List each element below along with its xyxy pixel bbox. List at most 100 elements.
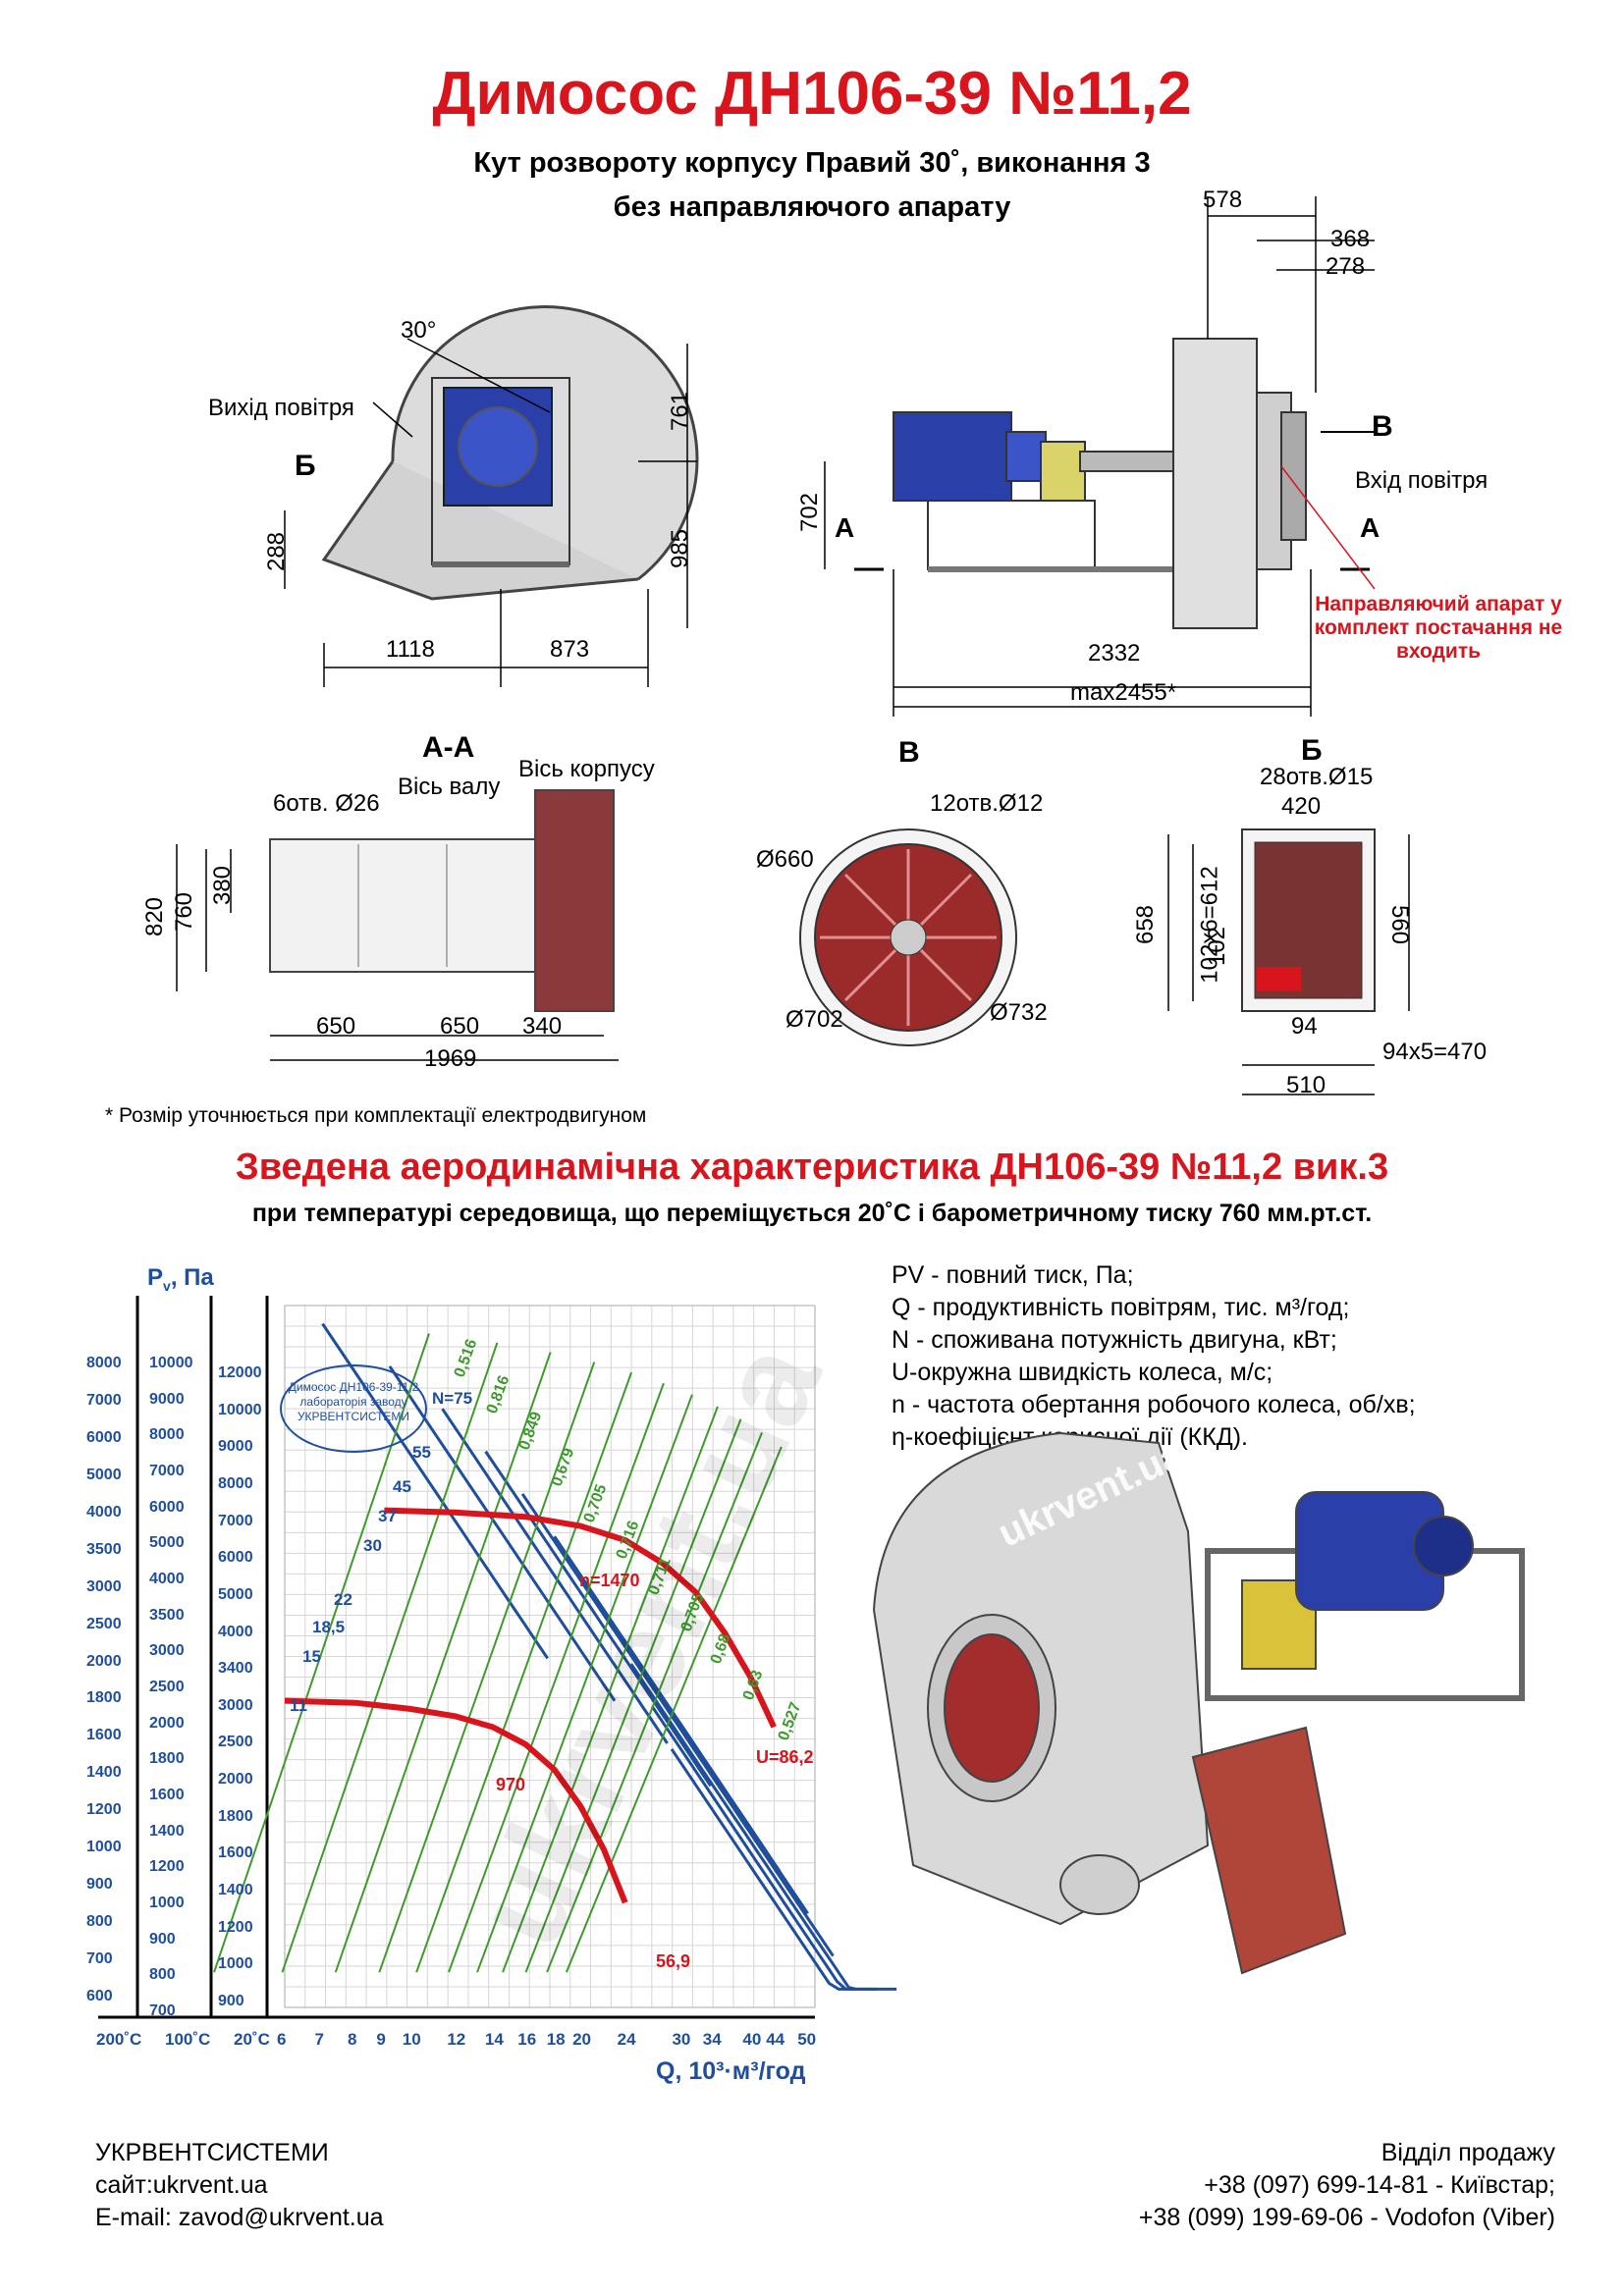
aa-dim-650b: 650 bbox=[440, 1013, 480, 1040]
subtitle-guide: без направляючого апарату bbox=[613, 191, 1011, 223]
temp-label: 200˚С bbox=[96, 2030, 142, 2049]
x-tick-label: 6 bbox=[277, 2030, 287, 2049]
y-tick-label: 700 bbox=[149, 2002, 176, 2019]
phone-kyivstar[interactable]: +38 (097) 699-14-81 - Київстар; bbox=[1204, 2171, 1555, 2199]
y-tick-label: 3000 bbox=[218, 1696, 253, 1714]
temp-label: 100˚С bbox=[165, 2030, 211, 2049]
efficiency-ray bbox=[415, 1371, 633, 1973]
y-tick-label: 1000 bbox=[86, 1839, 122, 1856]
subtitle-rotation: Кут розвороту корпусу Правий 30˚, викона… bbox=[473, 147, 1151, 179]
efficiency-ray bbox=[546, 1432, 763, 1973]
efficiency-ray bbox=[524, 1418, 742, 1973]
efficiency-ray bbox=[565, 1446, 783, 1973]
y-tick-label: 3500 bbox=[149, 1606, 185, 1624]
section-v-title: В bbox=[898, 736, 920, 769]
guide-apparatus-note: Направляючий апарат у комплект постачанн… bbox=[1314, 593, 1563, 663]
y-tick-label: 7000 bbox=[218, 1512, 253, 1529]
y-tick-label: 9000 bbox=[149, 1390, 185, 1408]
y-tick-label: 900 bbox=[218, 1993, 244, 2009]
y-tick-label: 1600 bbox=[86, 1727, 122, 1744]
v-d732: Ø732 bbox=[990, 999, 1048, 1026]
y-tick-label: 800 bbox=[149, 1966, 176, 1984]
chart-legend: PV - повний тиск, Па; Q - продуктивність… bbox=[892, 1259, 1416, 1454]
pressure-curve bbox=[670, 1747, 897, 1991]
x-tick-label: 20 bbox=[572, 2030, 591, 2049]
air-in-label: Вхід повітря bbox=[1355, 467, 1489, 494]
y-tick-label: 4000 bbox=[218, 1623, 253, 1640]
temp-label: 20˚С bbox=[234, 2030, 270, 2049]
speed-curve bbox=[384, 1507, 777, 1729]
x-tick-label: 50 bbox=[797, 2030, 817, 2049]
aa-dim-340: 340 bbox=[522, 1013, 563, 1040]
y-tick-label: 3500 bbox=[86, 1540, 122, 1558]
chart-xlabel: Q, 10³·м³/год bbox=[656, 2057, 806, 2085]
pressure-curve bbox=[388, 1365, 617, 1702]
y-tick-label: 2500 bbox=[86, 1615, 122, 1632]
y-tick-label: 6000 bbox=[149, 1498, 185, 1516]
efficiency-ray bbox=[281, 1342, 499, 1973]
y-tick-label: 9000 bbox=[218, 1438, 253, 1456]
dim-max2455: max2455* bbox=[1070, 679, 1177, 706]
legend-item: U-окружна швидкість колеса, м/с; bbox=[892, 1359, 1273, 1386]
aa-dim-1969: 1969 bbox=[424, 1045, 477, 1072]
legend-item: n - частота обертання робочого колеса, о… bbox=[892, 1391, 1416, 1418]
y-tick-label: 900 bbox=[86, 1876, 113, 1894]
x-tick-label: 40 bbox=[742, 2030, 762, 2049]
aa-holes: 6отв. Ø26 bbox=[273, 790, 380, 817]
v-d702: Ø702 bbox=[785, 1006, 843, 1033]
y-tick-label: 700 bbox=[86, 1950, 113, 1968]
company-name: УКРВЕНТСИСТЕМИ bbox=[95, 2139, 329, 2166]
y-tick-label: 1800 bbox=[86, 1689, 122, 1707]
legend-item: Q - продуктивність повітрям, тис. м³/год… bbox=[892, 1294, 1350, 1321]
y-tick-label: 8000 bbox=[218, 1474, 253, 1492]
aa-dim-650a: 650 bbox=[316, 1013, 356, 1040]
power-label: 55 bbox=[412, 1443, 431, 1462]
phone-vodafone[interactable]: +38 (099) 199-69-06 - Vodofon (Viber) bbox=[1138, 2204, 1555, 2231]
power-label: 30 bbox=[363, 1536, 382, 1555]
y-tick-label: 2500 bbox=[218, 1734, 253, 1751]
y-tick-label: 1000 bbox=[149, 1895, 185, 1911]
y-tick-label: 1000 bbox=[218, 1955, 253, 1973]
legend-item: PV - повний тиск, Па; bbox=[892, 1261, 1134, 1289]
x-tick-label: 24 bbox=[617, 2030, 636, 2049]
b-dim-94: 94 bbox=[1291, 1013, 1318, 1040]
power-label: 15 bbox=[302, 1647, 321, 1666]
footer-right: Відділ продажу +38 (097) 699-14-81 - Киї… bbox=[1139, 2137, 1555, 2234]
y-tick-label: 12000 bbox=[218, 1364, 262, 1381]
y-tick-label: 7000 bbox=[149, 1463, 185, 1479]
y-tick-label: 5000 bbox=[149, 1534, 185, 1552]
y-tick-label: 1800 bbox=[149, 1750, 185, 1768]
power-label: 18,5 bbox=[312, 1618, 346, 1636]
dim-873: 873 bbox=[550, 636, 590, 663]
y-tick-label: 3000 bbox=[149, 1642, 185, 1660]
power-label: 45 bbox=[393, 1477, 411, 1496]
y-tick-label: 1200 bbox=[86, 1801, 122, 1819]
company-site[interactable]: сайт:ukrvent.ua bbox=[95, 2171, 268, 2199]
x-tick-label: 8 bbox=[347, 2030, 357, 2049]
y-tick-label: 1400 bbox=[149, 1822, 185, 1840]
x-tick-label: 18 bbox=[546, 2030, 566, 2049]
y-tick-label: 1200 bbox=[218, 1918, 253, 1936]
company-email[interactable]: E-mail: zavod@ukrvent.ua bbox=[95, 2204, 384, 2231]
dim-1118: 1118 bbox=[386, 636, 435, 663]
sales-dept: Відділ продажу bbox=[1380, 2139, 1555, 2166]
u-label-56: 56,9 bbox=[656, 1951, 691, 1971]
section-b-title: Б bbox=[1301, 734, 1323, 767]
page-title: Димосос ДН106-39 №11,2 bbox=[432, 60, 1192, 128]
speed-curve bbox=[284, 1697, 628, 1904]
x-tick-label: 14 bbox=[484, 2030, 504, 2049]
y-tick-label: 1200 bbox=[149, 1858, 185, 1876]
y-tick-label: 1600 bbox=[218, 1844, 253, 1862]
y-tick-label: 6000 bbox=[86, 1428, 122, 1446]
efficiency-ray bbox=[378, 1362, 596, 1973]
chart-ylabel: Pv, Па bbox=[147, 1264, 214, 1294]
plot-frame bbox=[284, 1305, 816, 2008]
x-tick-label: 12 bbox=[447, 2030, 466, 2049]
chart-subtitle: при температурі середовища, що переміщує… bbox=[251, 1200, 1373, 1227]
pressure-curve bbox=[607, 1620, 835, 1957]
y-tick-label: 5000 bbox=[218, 1585, 253, 1603]
y-tick-label: 8000 bbox=[86, 1355, 122, 1371]
